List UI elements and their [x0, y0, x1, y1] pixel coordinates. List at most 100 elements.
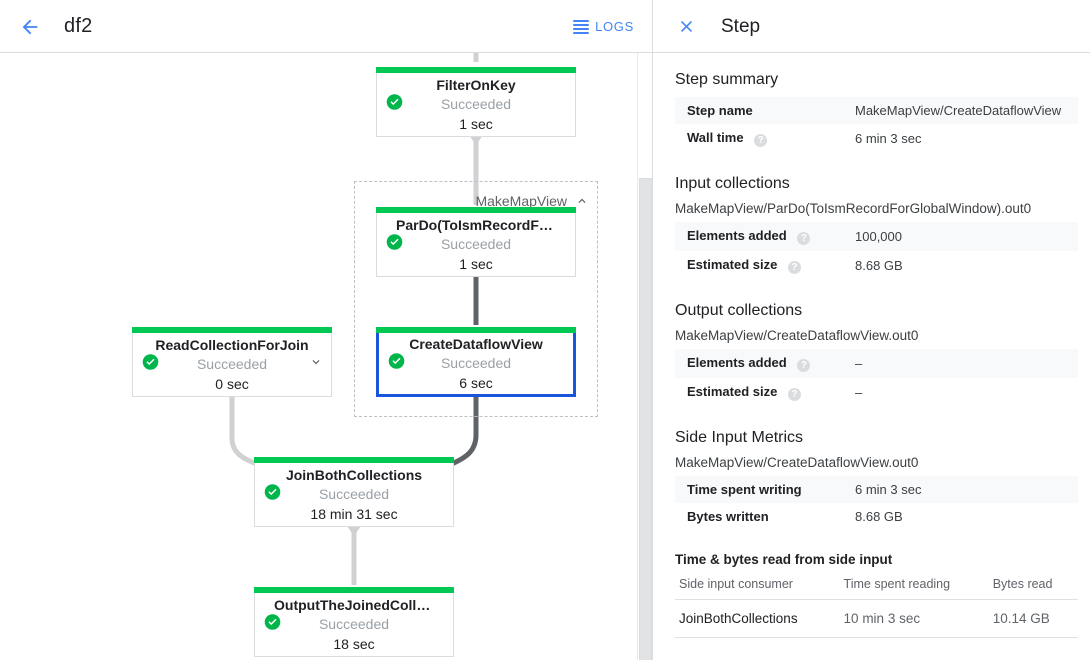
step-panel-header: Step [653, 0, 1090, 53]
node-duration: 18 sec [333, 635, 375, 652]
node-title: JoinBothCollections [285, 466, 423, 483]
node-title: ParDo(ToIsmRecordFor… [396, 216, 556, 233]
graph-node-create-dataflow-view[interactable]: CreateDataflowView Succeeded 6 sec [376, 327, 576, 397]
graph-node-pardo-toismrecordfor[interactable]: ParDo(ToIsmRecordFor… Succeeded 1 sec [376, 207, 576, 277]
success-check-icon [386, 233, 403, 250]
logs-button[interactable]: LOGS [569, 13, 638, 40]
table-row: JoinBothCollections 10 min 3 sec 10.14 G… [675, 599, 1078, 638]
node-duration: 1 sec [459, 255, 493, 272]
table-row: Estimated size ? – [675, 378, 1078, 407]
output-collections-table: Elements added ? – Estimated size ? – [675, 349, 1078, 407]
graph-node-join-both-collections[interactable]: JoinBothCollections Succeeded 18 min 31 … [254, 457, 454, 527]
group-makemapview[interactable]: MakeMapView [354, 181, 598, 417]
row-value: – [855, 356, 863, 371]
row-value: – [855, 385, 863, 400]
graph-node-output-the-joined-collection[interactable]: OutputTheJoinedCollec… Succeeded 18 sec [254, 587, 454, 657]
row-key-label: Estimated size [687, 384, 778, 399]
node-title: OutputTheJoinedCollec… [274, 596, 434, 613]
row-key: Time spent writing [675, 476, 843, 503]
node-status-text: Succeeded [440, 95, 512, 112]
row-key-label: Elements added [687, 228, 787, 243]
row-key: Estimated size ? [675, 251, 843, 280]
output-collection-name: MakeMapView/CreateDataflowView.out0 [675, 328, 919, 343]
node-status-bar [376, 207, 576, 213]
side-input-collection-name: MakeMapView/CreateDataflowView.out0 [675, 455, 919, 470]
graph-node-read-collection-for-join[interactable]: ReadCollectionForJoin Succeeded 0 sec [132, 327, 332, 397]
scrollbar-thumb[interactable] [639, 178, 652, 660]
section-heading-output-collections: Output collections [675, 302, 803, 319]
table-row: Elements added ? 100,000 [675, 222, 1078, 251]
arrow-back-icon[interactable] [10, 7, 50, 47]
row-key: Wall time ? [675, 124, 843, 153]
input-collection-name: MakeMapView/ParDo(ToIsmRecordForGlobalWi… [675, 201, 1032, 216]
success-check-icon [264, 483, 281, 500]
row-value: 8.68 GB [855, 509, 903, 524]
node-status-text: Succeeded [440, 354, 512, 371]
node-title: ReadCollectionForJoin [155, 336, 309, 353]
row-key: Estimated size ? [675, 378, 843, 407]
section-heading-input-collections: Input collections [675, 175, 790, 192]
node-status-bar [254, 587, 454, 593]
row-value: MakeMapView/CreateDataflowView [855, 103, 1062, 118]
cell-bytes-read: 10.14 GB [988, 599, 1078, 638]
row-key: Step name [675, 97, 843, 124]
help-icon[interactable]: ? [797, 359, 811, 372]
logs-list-icon [573, 19, 590, 34]
chevron-down-icon[interactable] [309, 355, 323, 369]
graph-node-filter-on-key[interactable]: FilterOnKey Succeeded 1 sec [376, 67, 576, 137]
table-row: Wall time ? 6 min 3 sec [675, 124, 1078, 153]
page-title: df2 [64, 15, 93, 37]
node-status-text: Succeeded [196, 355, 268, 372]
success-check-icon [386, 93, 403, 110]
subsection-heading-time-bytes-read: Time & bytes read from side input [675, 552, 893, 567]
help-icon[interactable]: ? [787, 388, 801, 401]
node-title: FilterOnKey [436, 76, 516, 93]
cell-time-spent-reading: 10 min 3 sec [839, 599, 989, 638]
step-details-body: Step summary Step name MakeMapView/Creat… [653, 53, 1090, 638]
section-heading-side-input-metrics: Side Input Metrics [675, 429, 804, 446]
success-check-icon [264, 613, 281, 630]
row-key-label: Step name [687, 103, 753, 118]
row-key: Elements added ? [675, 349, 843, 378]
success-check-icon [142, 353, 159, 370]
node-status-bar [376, 67, 576, 73]
close-icon[interactable] [669, 10, 703, 44]
help-icon[interactable]: ? [797, 232, 811, 245]
top-app-bar: df2 LOGS [0, 0, 652, 53]
row-key: Bytes written [675, 503, 843, 530]
node-status-text: Succeeded [318, 485, 390, 502]
row-key-label: Wall time [687, 130, 744, 145]
success-check-icon [388, 352, 405, 369]
row-value: 6 min 3 sec [855, 131, 922, 146]
node-duration: 6 sec [459, 374, 493, 391]
node-status-bar [254, 457, 454, 463]
step-details-pane: Step Step summary Step name MakeMapView/… [652, 0, 1090, 660]
logs-button-label: LOGS [595, 19, 634, 34]
input-collections-table: Elements added ? 100,000 Estimated size … [675, 222, 1078, 280]
graph-vertical-scrollbar[interactable] [637, 53, 652, 660]
side-input-consumers-table: Side input consumer Time spent reading B… [675, 571, 1078, 638]
node-status-text: Succeeded [318, 615, 390, 632]
row-key-label: Estimated size [687, 257, 778, 272]
node-title: CreateDataflowView [409, 335, 543, 352]
job-graph-pane: df2 LOGS [0, 0, 652, 660]
help-icon[interactable]: ? [754, 134, 768, 147]
node-status-bar [132, 327, 332, 333]
help-icon[interactable]: ? [787, 261, 801, 274]
row-value: 6 min 3 sec [855, 482, 922, 497]
node-duration: 1 sec [459, 115, 493, 132]
row-key-label: Elements added [687, 355, 787, 370]
step-panel-title: Step [721, 15, 761, 37]
table-row: Bytes written 8.68 GB [675, 503, 1078, 530]
row-key: Elements added ? [675, 222, 843, 251]
node-status-text: Succeeded [440, 235, 512, 252]
group-label: MakeMapView [475, 193, 567, 209]
section-heading-step-summary: Step summary [675, 71, 779, 88]
table-row: Step name MakeMapView/CreateDataflowView [675, 97, 1078, 124]
column-header-bytes-read: Bytes read [988, 571, 1078, 600]
row-key-label: Time spent writing [687, 482, 802, 497]
graph-canvas[interactable]: MakeMapView FilterO [0, 53, 652, 660]
node-duration: 18 min 31 sec [310, 505, 398, 522]
chevron-up-icon[interactable] [575, 194, 589, 208]
